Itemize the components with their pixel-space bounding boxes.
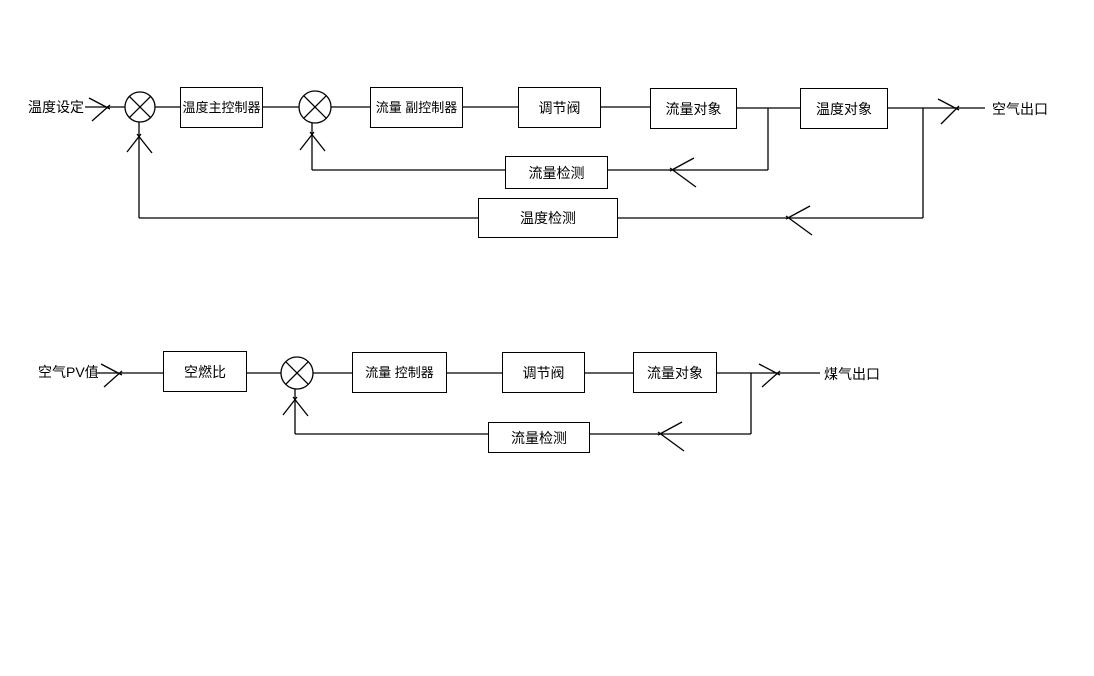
- top-input-label: 温度设定: [28, 99, 84, 115]
- block-flow-sub-controller-label: 流量 副控制器: [375, 100, 458, 115]
- top-temp-feedback-line: [138, 108, 924, 219]
- arrow-right-icons: [88, 97, 960, 388]
- block-flow-object-top: 流量对象: [650, 88, 737, 129]
- top-flow-summing-junction-icon: [298, 90, 332, 124]
- block-temp-detect-label: 温度检测: [520, 210, 576, 226]
- arrow-left-icons: [657, 157, 813, 452]
- arrow-up-icons: [126, 131, 326, 417]
- block-temp-object-label: 温度对象: [816, 100, 872, 117]
- block-flow-sub-controller: 流量 副控制器: [370, 87, 463, 128]
- block-air-fuel-ratio: 空燃比: [163, 351, 247, 392]
- block-valve-bottom-label: 调节阀: [522, 364, 565, 381]
- block-flow-controller: 流量 控制器: [352, 352, 447, 393]
- block-flow-object-top-label: 流量对象: [665, 100, 722, 117]
- block-temp-main-controller-label: 温度主控制器: [182, 100, 261, 115]
- block-valve-top-label: 调节阀: [538, 99, 581, 116]
- block-flow-detect-bottom-label: 流量检测: [511, 429, 567, 446]
- bottom-flow-summing-junction-icon: [280, 356, 314, 390]
- bottom-output-label: 煤气出口: [824, 366, 880, 382]
- block-air-fuel-ratio-label: 空燃比: [184, 363, 226, 380]
- block-temp-detect: 温度检测: [478, 198, 618, 238]
- block-flow-object-bottom: 流量对象: [633, 352, 717, 393]
- block-flow-detect-top-label: 流量检测: [528, 164, 585, 181]
- bottom-flow-feedback-line: [294, 373, 752, 435]
- block-flow-controller-label: 流量 控制器: [365, 365, 434, 380]
- block-valve-bottom: 调节阀: [502, 352, 585, 393]
- temp-summing-junction-icon: [124, 91, 156, 123]
- bottom-input-label: 空气PV值: [38, 364, 99, 380]
- block-flow-detect-top: 流量检测: [505, 156, 608, 189]
- block-flow-object-bottom-label: 流量对象: [647, 364, 703, 381]
- top-flow-feedback-line: [311, 108, 769, 171]
- block-temp-object: 温度对象: [800, 88, 888, 129]
- block-flow-detect-bottom: 流量检测: [488, 422, 590, 453]
- block-temp-main-controller: 温度主控制器: [180, 87, 263, 128]
- top-output-label: 空气出口: [992, 101, 1048, 117]
- block-valve-top: 调节阀: [518, 87, 601, 128]
